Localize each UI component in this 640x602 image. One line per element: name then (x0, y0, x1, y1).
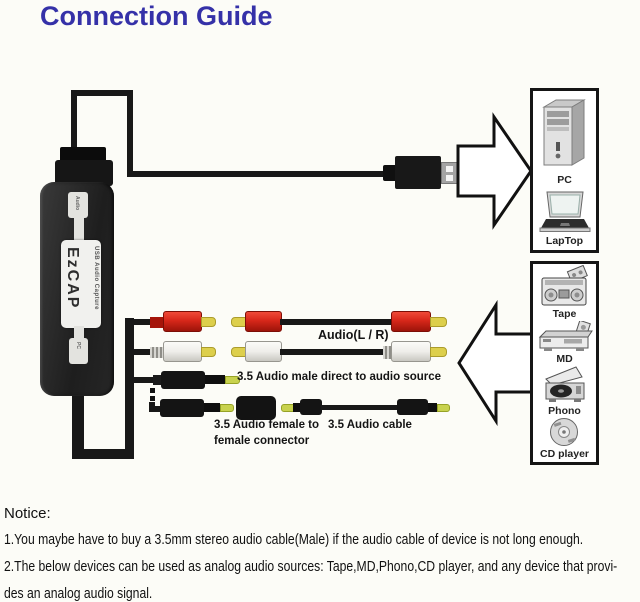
red-cable (280, 319, 392, 325)
rca-white-tip (201, 347, 216, 357)
device-sub-label: USB Audio Capture (93, 246, 99, 310)
cable-bus-bottom (72, 449, 134, 459)
rca-white-plug (150, 347, 166, 358)
device-cap (60, 147, 106, 163)
usb-plug-neck (383, 165, 397, 181)
rca-white-plug (245, 341, 282, 362)
tape-label: Tape (552, 308, 577, 320)
md-label: MD (556, 353, 573, 365)
audio-35-plug (428, 403, 437, 412)
laptop-icon (539, 191, 591, 232)
device-label-panel: EzCAP USB Audio Capture (61, 240, 101, 328)
cd-player-label: CD player (539, 448, 590, 460)
rca-red-plug (163, 311, 202, 332)
audio-35-plug (205, 375, 225, 384)
rca-white-plug (383, 346, 393, 359)
audio-35-plug (153, 375, 163, 385)
rca-red-tip (201, 317, 216, 327)
notice-line-1: 1.You maybe have to buy a 3.5mm stereo a… (4, 532, 584, 548)
audio-35-cable (321, 405, 399, 410)
audio-cable-label: 3.5 Audio cable (328, 419, 412, 431)
phono-icon (545, 366, 585, 402)
rca-red-tip (430, 317, 447, 327)
rca-white-tip (231, 347, 246, 357)
usb-cable-segment (127, 171, 385, 177)
dashed-link (150, 388, 155, 393)
audio-35-plug (397, 399, 428, 415)
branch-white (131, 349, 155, 355)
audio-35-plug (160, 399, 204, 417)
rca-red-tip (231, 317, 246, 327)
audio-35-plug (293, 403, 302, 412)
usb-cable-segment (71, 90, 133, 96)
audio-35-tip (220, 404, 234, 412)
computer-box: PC LapTop (530, 88, 599, 253)
rca-white-tip (430, 347, 447, 357)
elbow-cable (149, 406, 164, 412)
branch-red (131, 319, 155, 325)
md-icon (538, 321, 593, 351)
cable-bus-vertical (125, 318, 134, 459)
rca-red-plug (150, 317, 166, 328)
female-connector-label: female connector (214, 435, 310, 447)
usb-plug-icon (395, 156, 441, 189)
device-strip (74, 216, 84, 246)
audio-35-plug (204, 403, 220, 412)
laptop-label: LapTop (545, 235, 584, 247)
from-source-arrow-icon (457, 299, 534, 427)
audio-35-plug (300, 399, 322, 415)
branch-35 (131, 377, 159, 383)
notice-heading: Notice: (4, 505, 51, 522)
device-strip-top: Audio (68, 192, 88, 218)
audio-35-tip (225, 376, 240, 384)
device-strip (74, 326, 84, 340)
audio-lr-label: Audio(L / R) (318, 328, 389, 342)
pc-icon (542, 99, 586, 166)
usb-cable-segment (127, 90, 133, 177)
device-audio-end-label: Audio (74, 196, 80, 211)
audio-35-plug (161, 371, 205, 389)
female-to-female-adapter (236, 396, 276, 420)
audio-35-tip (437, 404, 450, 412)
phono-label: Phono (548, 405, 581, 417)
to-computer-arrow-icon (456, 112, 533, 230)
brand-label: EzCAP (64, 247, 81, 310)
usb-cable-segment (71, 90, 77, 152)
rca-red-plug (391, 311, 431, 332)
device-cap (55, 160, 113, 186)
rca-white-plug (163, 341, 202, 362)
rca-red-plug (245, 311, 282, 332)
dashed-link (150, 396, 155, 401)
source-box: Tape MD Phono (530, 261, 599, 465)
male-direct-label: 3.5 Audio male direct to audio source (237, 371, 442, 383)
device-pc-end-label: PC (75, 342, 81, 349)
rca-white-plug (391, 341, 431, 362)
page-title: Connection Guide (40, 1, 273, 31)
device-cable-stub (72, 393, 84, 455)
notice-section: Notice: 1.You maybe have to buy a 3.5mm … (4, 501, 640, 602)
notice-line-2: 2.The below devices can be used as analo… (4, 559, 618, 575)
cd-player-icon (550, 418, 578, 446)
device-strip-bottom: PC (69, 338, 88, 364)
tape-icon (541, 265, 588, 306)
notice-line-3: des an analog audio signal. (4, 586, 153, 602)
white-cable (280, 349, 392, 355)
female-connector-label: 3.5 Audio female to (214, 419, 320, 431)
pc-label: PC (557, 174, 572, 186)
